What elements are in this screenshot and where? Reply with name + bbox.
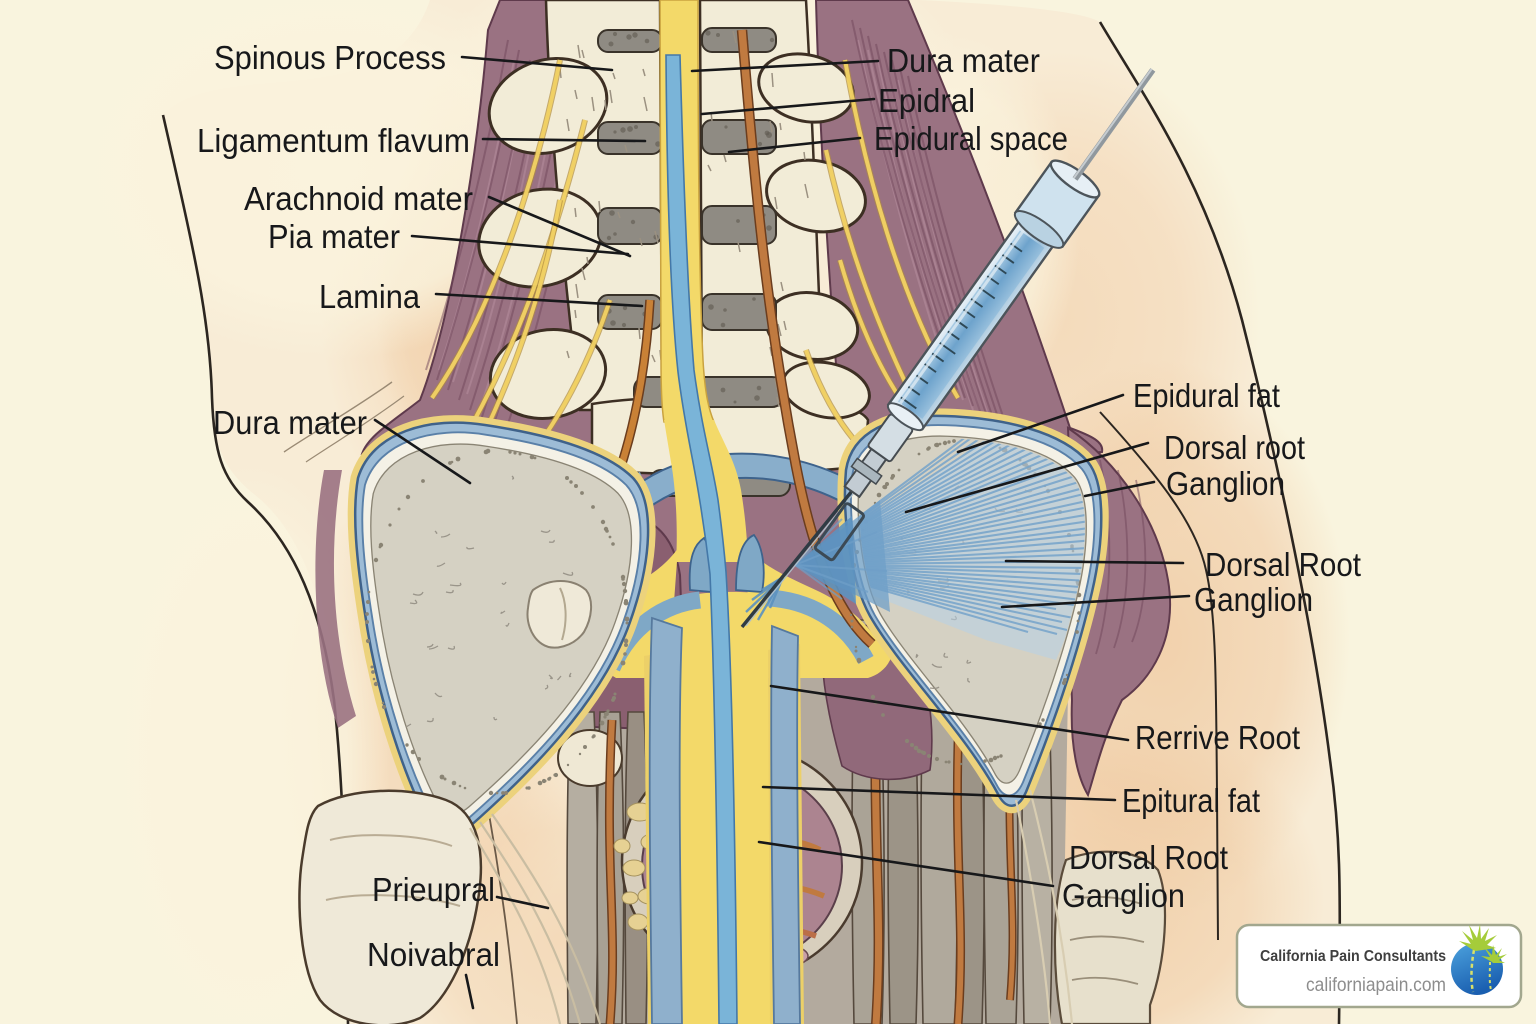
svg-text:Prieupral: Prieupral xyxy=(372,871,495,908)
svg-text:Ligamentum flavum: Ligamentum flavum xyxy=(197,122,470,159)
svg-text:California Pain Consultants: California Pain Consultants xyxy=(1260,948,1446,965)
svg-text:Lamina: Lamina xyxy=(319,278,421,315)
svg-text:Rerrive Root: Rerrive Root xyxy=(1135,719,1300,756)
svg-text:Dorsal Root: Dorsal Root xyxy=(1069,839,1228,876)
svg-text:Ganglion: Ganglion xyxy=(1166,465,1285,502)
svg-text:Dura mater: Dura mater xyxy=(213,404,367,441)
svg-text:Dorsal root: Dorsal root xyxy=(1164,429,1305,466)
svg-text:Epidural fat: Epidural fat xyxy=(1133,377,1280,414)
svg-text:Epidral: Epidral xyxy=(878,82,975,119)
svg-text:Epidural space: Epidural space xyxy=(874,120,1068,157)
svg-text:Arachnoid mater: Arachnoid mater xyxy=(244,180,473,217)
svg-text:Pia mater: Pia mater xyxy=(268,218,400,255)
svg-text:Spinous Process: Spinous Process xyxy=(214,39,446,76)
svg-text:Noivabral: Noivabral xyxy=(367,936,500,973)
svg-text:Epitural fat: Epitural fat xyxy=(1122,782,1260,819)
svg-text:Ganglion: Ganglion xyxy=(1194,581,1313,618)
svg-text:californiapain.com: californiapain.com xyxy=(1306,974,1446,996)
svg-text:Dorsal Root: Dorsal Root xyxy=(1205,546,1361,583)
svg-text:Dura mater: Dura mater xyxy=(887,42,1040,79)
svg-text:Ganglion: Ganglion xyxy=(1062,877,1185,914)
